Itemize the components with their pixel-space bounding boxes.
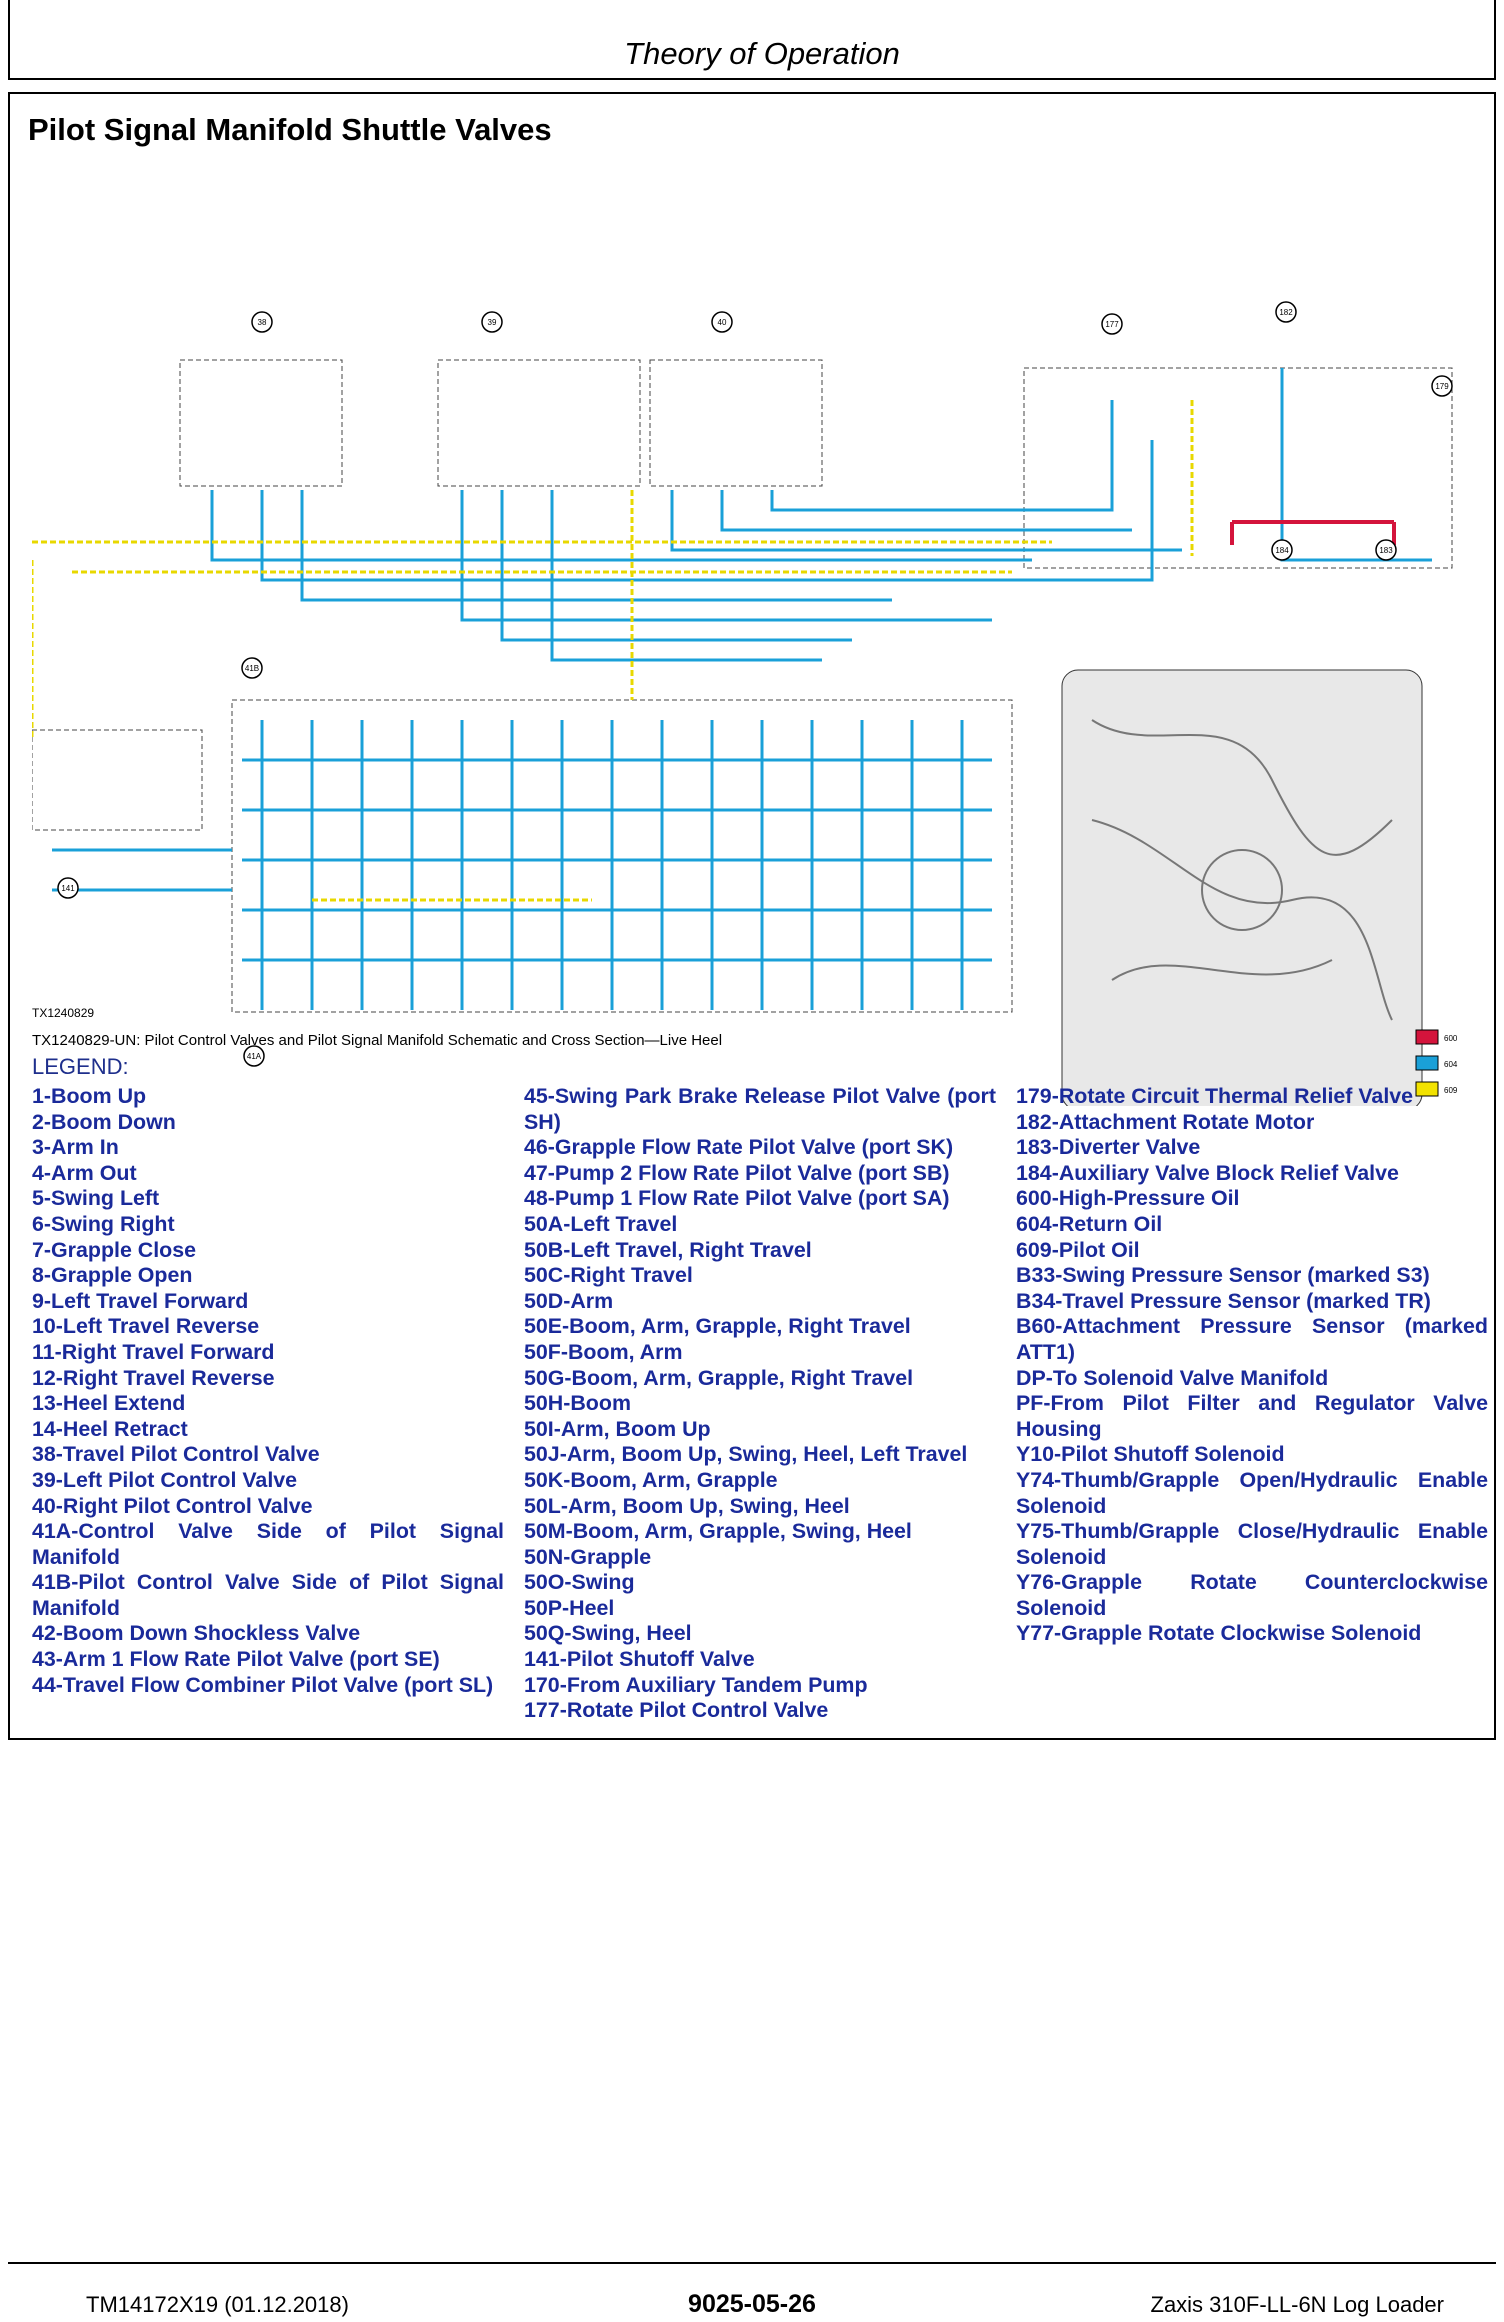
- legend-item: 1-Boom Up: [32, 1084, 147, 1108]
- svg-text:604: 604: [1444, 1060, 1458, 1069]
- legend-item: 50N-Grapple: [524, 1544, 652, 1569]
- legend-item: 8-Grapple Open: [32, 1263, 193, 1288]
- legend-item: 50C-Right Travel: [524, 1263, 693, 1288]
- legend-item: 50O-Swing: [524, 1570, 635, 1595]
- legend-item: 41A-Control Valve Side of Pilot Signal M…: [32, 1519, 504, 1569]
- svg-text:41B: 41B: [245, 664, 259, 673]
- legend-item: 38-Travel Pilot Control Valve: [32, 1442, 320, 1467]
- legend-item: 10-Left Travel Reverse: [32, 1314, 260, 1339]
- legend-item: 4-Arm Out: [32, 1160, 137, 1185]
- legend-item: 45-Swing Park Brake Release Pilot Valve …: [524, 1084, 996, 1134]
- legend-title: LEGEND:: [32, 1054, 129, 1079]
- legend-item: 14-Heel Retract: [32, 1416, 188, 1441]
- legend-item: Y77-Grapple Rotate Clockwise Solenoid: [1016, 1621, 1422, 1646]
- legend-item: Y76-Grapple Rotate Counterclockwise Sole…: [1016, 1570, 1488, 1620]
- svg-text:600: 600: [1444, 1034, 1458, 1043]
- legend-item: 50J-Arm, Boom Up, Swing, Heel, Left Trav…: [524, 1442, 968, 1467]
- svg-text:40: 40: [718, 318, 727, 327]
- legend-item: 50F-Boom, Arm: [524, 1339, 683, 1364]
- legend-item: 600-High-Pressure Oil: [1016, 1186, 1240, 1211]
- legend-item: 50M-Boom, Arm, Grapple, Swing, Heel: [524, 1519, 912, 1544]
- legend-item: 50I-Arm, Boom Up: [524, 1416, 711, 1441]
- svg-text:182: 182: [1279, 308, 1293, 317]
- legend-column-2: 45-Swing Park Brake Release Pilot Valve …: [524, 1084, 996, 1724]
- header-title: Theory of Operation: [624, 36, 900, 71]
- legend-item: 42-Boom Down Shockless Valve: [32, 1621, 361, 1646]
- legend-item: 182-Attachment Rotate Motor: [1016, 1109, 1315, 1134]
- legend-item: 50B-Left Travel, Right Travel: [524, 1237, 812, 1262]
- legend-item: 141-Pilot Shutoff Valve: [524, 1647, 755, 1672]
- legend-item: 46-Grapple Flow Rate Pilot Valve (port S…: [524, 1135, 954, 1160]
- legend-column-1: 1-Boom Up 2-Boom Down 3-Arm In 4-Arm Out…: [32, 1084, 504, 1698]
- pilot-control-valve-38: [32, 359, 1453, 1013]
- legend-column-3: 179-Rotate Circuit Thermal Relief Valve …: [1016, 1084, 1488, 1647]
- legend-item: 50A-Left Travel: [524, 1211, 678, 1236]
- legend-item: 50K-Boom, Arm, Grapple: [524, 1467, 778, 1492]
- legend-item: Y74-Thumb/Grapple Open/Hydraulic Enable …: [1016, 1467, 1488, 1518]
- legend-item: 5-Swing Left: [32, 1186, 160, 1211]
- manifold-cross-section: [1061, 669, 1423, 1106]
- legend-item: B34-Travel Pressure Sensor (marked TR): [1016, 1288, 1431, 1313]
- hydraulic-schematic: 38 39 40 177 182 179 41B 41A 141 184 183 600 604…: [32, 301, 1458, 1106]
- legend-item: 50G-Boom, Arm, Grapple, Right Travel: [524, 1365, 914, 1390]
- footer-doc-id: TM14172X19 (01.12.2018): [86, 2292, 349, 2317]
- footer-page-number: 9025-05-26: [688, 2290, 816, 2318]
- legend-item: 47-Pump 2 Flow Rate Pilot Valve (port SB…: [524, 1160, 950, 1185]
- figure-id: TX1240829: [32, 1006, 95, 1020]
- legend-item: 50D-Arm: [524, 1288, 614, 1313]
- svg-text:177: 177: [1105, 320, 1119, 329]
- legend-item: 6-Swing Right: [32, 1211, 175, 1236]
- svg-text:609: 609: [1444, 1086, 1458, 1095]
- svg-text:183: 183: [1379, 546, 1393, 555]
- legend-item: 3-Arm In: [32, 1135, 119, 1160]
- legend-item: B60-Attachment Pressure Sensor (marked A…: [1016, 1314, 1488, 1364]
- legend-item: 179-Rotate Circuit Thermal Relief Valve: [1016, 1084, 1414, 1108]
- legend-item: DP-To Solenoid Valve Manifold: [1016, 1365, 1329, 1390]
- legend-item: 50H-Boom: [524, 1391, 631, 1416]
- legend-item: Y75-Thumb/Grapple Close/Hydraulic Enable…: [1016, 1519, 1488, 1569]
- svg-text:141: 141: [61, 884, 75, 893]
- legend-item: 2-Boom Down: [32, 1109, 176, 1134]
- svg-text:179: 179: [1435, 382, 1449, 391]
- legend-item: 12-Right Travel Reverse: [32, 1365, 275, 1390]
- legend-item: 40-Right Pilot Control Valve: [32, 1493, 313, 1518]
- svg-text:39: 39: [488, 318, 497, 327]
- legend-item: 50E-Boom, Arm, Grapple, Right Travel: [524, 1314, 911, 1339]
- legend-item: 41B-Pilot Control Valve Side of Pilot Si…: [32, 1570, 504, 1620]
- svg-text:41A: 41A: [247, 1052, 262, 1061]
- section-title: Pilot Signal Manifold Shuttle Valves: [28, 112, 552, 147]
- legend-item: 44-Travel Flow Combiner Pilot Valve (por…: [32, 1672, 494, 1697]
- page-header: Theory of Operation: [8, 0, 1496, 80]
- legend-item: 184-Auxiliary Valve Block Relief Valve: [1016, 1160, 1399, 1185]
- svg-text:184: 184: [1275, 546, 1289, 555]
- legend-item: 609-Pilot Oil: [1016, 1237, 1140, 1262]
- legend-item: B33-Swing Pressure Sensor (marked S3): [1016, 1263, 1430, 1288]
- legend-item: 11-Right Travel Forward: [32, 1339, 275, 1364]
- legend-item: 7-Grapple Close: [32, 1237, 197, 1262]
- figure-caption: TX1240829-UN: Pilot Control Valves and P…: [32, 1032, 723, 1049]
- legend-item: 183-Diverter Valve: [1016, 1135, 1201, 1160]
- legend-item: 604-Return Oil: [1016, 1211, 1163, 1236]
- footer-model: Zaxis 310F-LL-6N Log Loader: [1150, 2292, 1445, 2317]
- legend-item: Y10-Pilot Shutoff Solenoid: [1016, 1442, 1285, 1467]
- legend-item: 39-Left Pilot Control Valve: [32, 1467, 298, 1492]
- legend-item: 43-Arm 1 Flow Rate Pilot Valve (port SE): [32, 1647, 440, 1672]
- legend-item: 177-Rotate Pilot Control Valve: [524, 1698, 829, 1723]
- page-footer: TM14172X19 (01.12.2018) 9025-05-26 Zaxis…: [8, 2262, 1496, 2322]
- legend-item: 48-Pump 1 Flow Rate Pilot Valve (port SA…: [524, 1186, 950, 1211]
- legend-item: 50L-Arm, Boom Up, Swing, Heel: [524, 1493, 850, 1518]
- legend-item: 9-Left Travel Forward: [32, 1288, 249, 1313]
- legend-item: 50Q-Swing, Heel: [524, 1621, 692, 1646]
- svg-text:38: 38: [258, 318, 267, 327]
- legend-item: 13-Heel Extend: [32, 1391, 186, 1416]
- legend-item: PF-From Pilot Filter and Regulator Valve…: [1016, 1391, 1488, 1441]
- content-frame: Pilot Signal Manifold Shuttle Valves: [8, 92, 1496, 1740]
- legend-item: 170-From Auxiliary Tandem Pump: [524, 1672, 868, 1697]
- legend-item: 50P-Heel: [524, 1595, 615, 1620]
